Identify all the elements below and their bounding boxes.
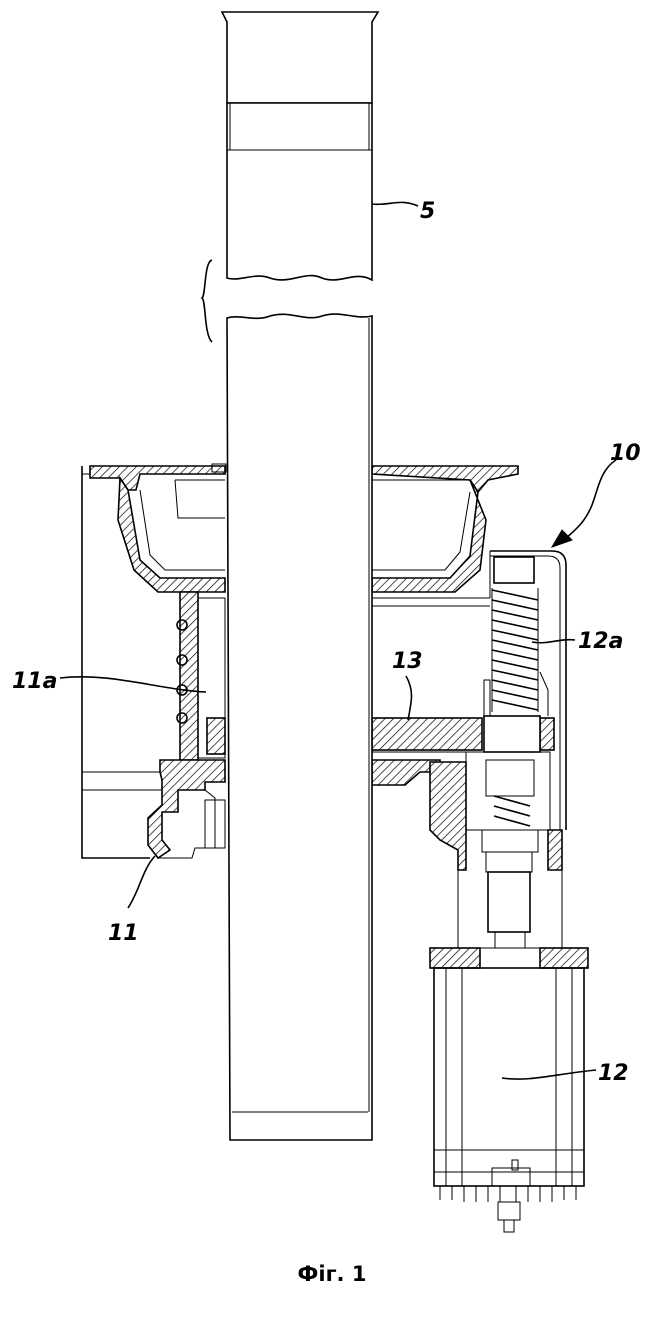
label-screw: 12a — [578, 629, 623, 654]
label-motor: 12 — [598, 1061, 629, 1086]
lead-screw — [483, 556, 549, 753]
coupling-housing — [429, 751, 589, 969]
pipe — [200, 11, 380, 1141]
motor — [433, 967, 585, 1233]
inner-chamber — [197, 597, 555, 759]
figure-caption: Фіг. 1 — [297, 1262, 367, 1286]
label-pipe: 5 — [420, 199, 435, 224]
label-housing: 11 — [108, 921, 139, 946]
label-assembly: 10 — [610, 441, 641, 466]
label-plate: 13 — [392, 649, 423, 674]
leader-lines — [59, 201, 617, 1080]
actuator-cover — [489, 550, 567, 830]
label-housing-inner: 11a — [12, 669, 57, 694]
